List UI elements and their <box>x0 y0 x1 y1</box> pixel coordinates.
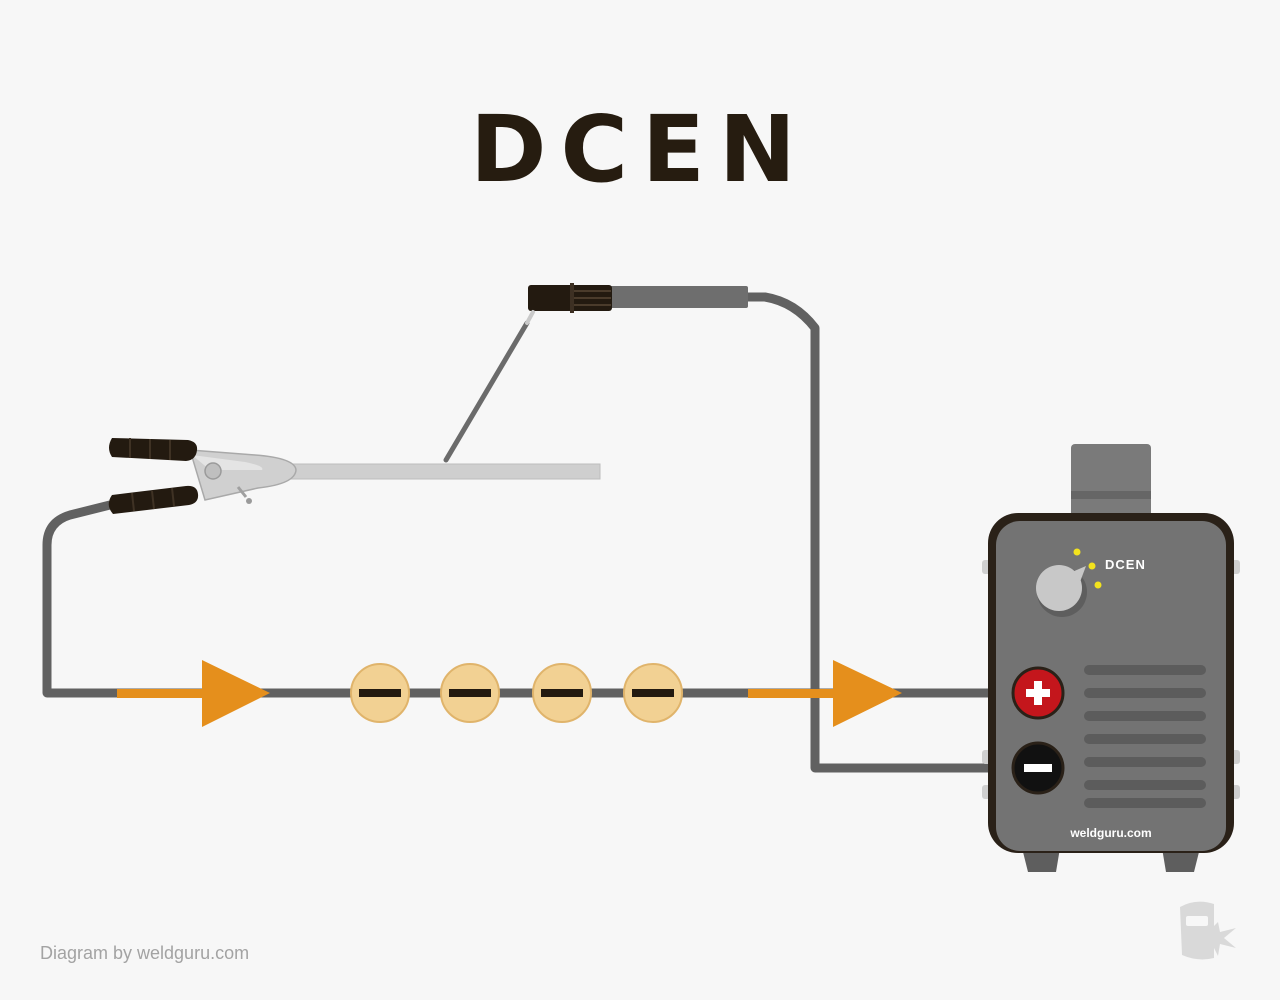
weldguru-helmet-logo <box>1180 901 1236 960</box>
electron-3 <box>532 663 592 723</box>
current-arrow-right <box>748 660 902 727</box>
cables <box>42 292 1015 773</box>
current-arrow-left <box>117 660 270 727</box>
diagram-credit: Diagram by weldguru.com <box>40 943 250 963</box>
positive-terminal <box>1011 666 1065 720</box>
ground-cable <box>42 500 1015 698</box>
electrode-holder <box>443 283 748 463</box>
welding-machine <box>982 444 1240 872</box>
diagram-title: DCEN <box>470 96 810 203</box>
electron-2 <box>440 663 500 723</box>
polarity-knob <box>1036 565 1087 617</box>
mode-label: DCEN <box>1105 557 1146 572</box>
ground-clamp <box>108 438 297 514</box>
indicator-dots <box>1073 548 1102 589</box>
machine-brand-label: weldguru.com <box>1069 826 1151 840</box>
workpiece-plate <box>259 463 601 480</box>
electrode-rod <box>443 320 530 463</box>
electron-4 <box>623 663 683 723</box>
electrode-cable <box>745 292 1015 773</box>
negative-terminal <box>1011 741 1065 795</box>
electron-1 <box>350 663 410 723</box>
